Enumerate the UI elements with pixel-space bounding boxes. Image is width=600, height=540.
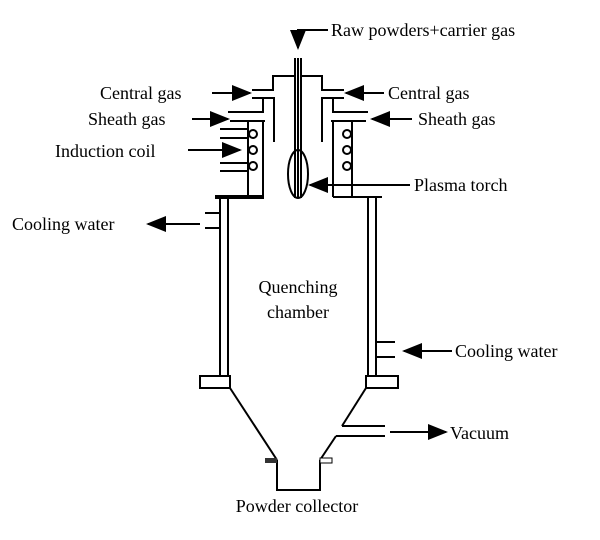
label-quenching: Quenching [259,277,338,297]
label-cooling-water-out: Cooling water [12,214,114,234]
label-sheath-gas-left: Sheath gas [88,109,165,129]
coil-housing-left [215,120,265,199]
plasma-torch-flame [287,149,309,199]
label-sheath-gas-right: Sheath gas [418,109,495,129]
label-induction-coil: Induction coil [55,141,155,161]
chamber-wall-right [365,197,399,389]
label-raw-powders: Raw powders+carrier gas [331,20,515,40]
label-cooling-water-in: Cooling water [455,341,557,361]
sheath-gas-inlet [228,98,368,113]
cone [229,387,385,461]
induction-coil-right [342,129,352,171]
label-chamber: chamber [267,302,329,322]
label-powder-collector: Powder collector [236,496,358,516]
label-central-gas-left: Central gas [100,83,181,103]
raw-powders-arrow [290,29,328,50]
central-gas-nozzle [252,75,344,142]
powder-collector [265,457,333,491]
label-plasma-torch: Plasma torch [414,175,507,195]
feed-tube [294,58,302,198]
induction-coil-left [248,129,258,171]
label-central-gas-right: Central gas [388,83,469,103]
label-vacuum: Vacuum [450,423,509,443]
chamber-wall-left [199,197,231,389]
